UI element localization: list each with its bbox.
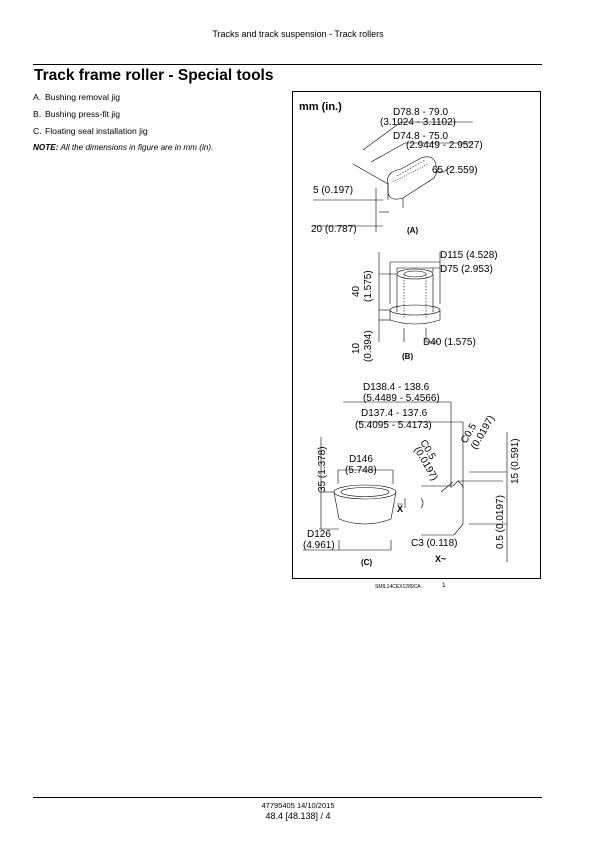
section-title: Track frame roller - Special tools (34, 67, 274, 84)
figure-code: SMIL14CEX1289CA (375, 584, 421, 590)
part-c-height-05: 0.5 (0.0197) (495, 495, 506, 549)
part-a-height-5: 5 (0.197) (313, 185, 353, 196)
part-a-height-65: 65 (2.559) (432, 165, 478, 176)
list-item-label: Bushing press-fit jig (45, 109, 120, 119)
page-reference: 48.4 [48.138] / 4 (265, 811, 331, 821)
part-a-d1: D78.8 - 79.0 (393, 107, 448, 118)
part-b-height-40: 40 (351, 285, 362, 297)
running-header: Tracks and track suspension - Track roll… (212, 29, 384, 39)
part-a-jig-drawing (313, 121, 473, 232)
note: NOTE: All the dimensions in figure are i… (33, 143, 213, 152)
part-c-d126-in: (4.961) (303, 540, 335, 551)
part-b-d40: D40 (1.575) (423, 337, 476, 348)
header-rule (33, 64, 542, 65)
list-item-letter: C. (33, 126, 42, 136)
part-c-jig-drawing (303, 401, 508, 562)
list-item-letter: A. (33, 92, 42, 102)
list-item-label: Floating seal installation jig (45, 126, 148, 136)
part-c-d1384: D138.4 - 138.6 (363, 382, 430, 393)
part-c-d1374: D137.4 - 137.6 (361, 408, 428, 419)
note-text: All the dimensions in figure are in mm (… (60, 143, 214, 152)
part-b-jig-drawing (378, 252, 441, 343)
part-c-d1384-in: (5.4489 - 5.4566) (363, 393, 440, 404)
part-c-height-15: 15 (0.591) (510, 438, 521, 484)
special-tools-figure: mm (in.) D78.8 - 79.0 (3.1024 - 3.1102) … (292, 91, 541, 579)
unit-label: mm (in.) (299, 101, 342, 113)
part-c-height-35: 35 (1.378) (317, 446, 328, 492)
part-c-d146-in: (5.748) (345, 465, 377, 476)
part-b-height-10: 10 (351, 342, 362, 354)
part-c-d146: D146 (349, 454, 373, 465)
part-b-d75: D75 (2.953) (440, 264, 493, 275)
part-b-height-10-in: (0.394) (363, 330, 374, 362)
document-number: 47795405 14/10/2015 (261, 801, 335, 810)
part-a-d1-in: (3.1024 - 3.1102) (380, 117, 456, 128)
part-b-d115: D115 (4.528) (440, 250, 498, 261)
list-item: C.Floating seal installation jig (33, 126, 148, 143)
part-b-height-40-in: (1.575) (363, 270, 374, 302)
part-a-d2: D74.8 - 75.0 (393, 131, 448, 142)
list-item: B.Bushing press-fit jig (33, 109, 148, 126)
part-c-chamfer-c3: C3 (0.118) (411, 538, 458, 549)
part-a-label: (A) (407, 226, 418, 235)
part-c-label: (C) (361, 558, 372, 567)
list-item-letter: B. (33, 109, 42, 119)
part-c-detail-marker: X (397, 504, 403, 514)
part-a-height-20: 20 (0.787) (311, 224, 357, 235)
part-b-label: (B) (402, 352, 413, 361)
part-c-d126: D126 (307, 529, 331, 540)
note-prefix: NOTE: (33, 143, 59, 152)
part-a-d2-in: (2.9449 - 2.9527) (406, 140, 483, 151)
part-c-d1374-in: (5.4095 - 5.4173) (355, 420, 432, 431)
part-c-detail-title: X~ (435, 554, 446, 564)
figure-drawing: mm (in.) D78.8 - 79.0 (3.1024 - 3.1102) … (299, 101, 521, 567)
figure-number: 1 (442, 582, 446, 589)
footer-rule (33, 797, 542, 798)
list-item: A.Bushing removal jig (33, 92, 148, 109)
list-item-label: Bushing removal jig (45, 92, 120, 102)
tool-list: A.Bushing removal jig B.Bushing press-fi… (33, 92, 148, 143)
